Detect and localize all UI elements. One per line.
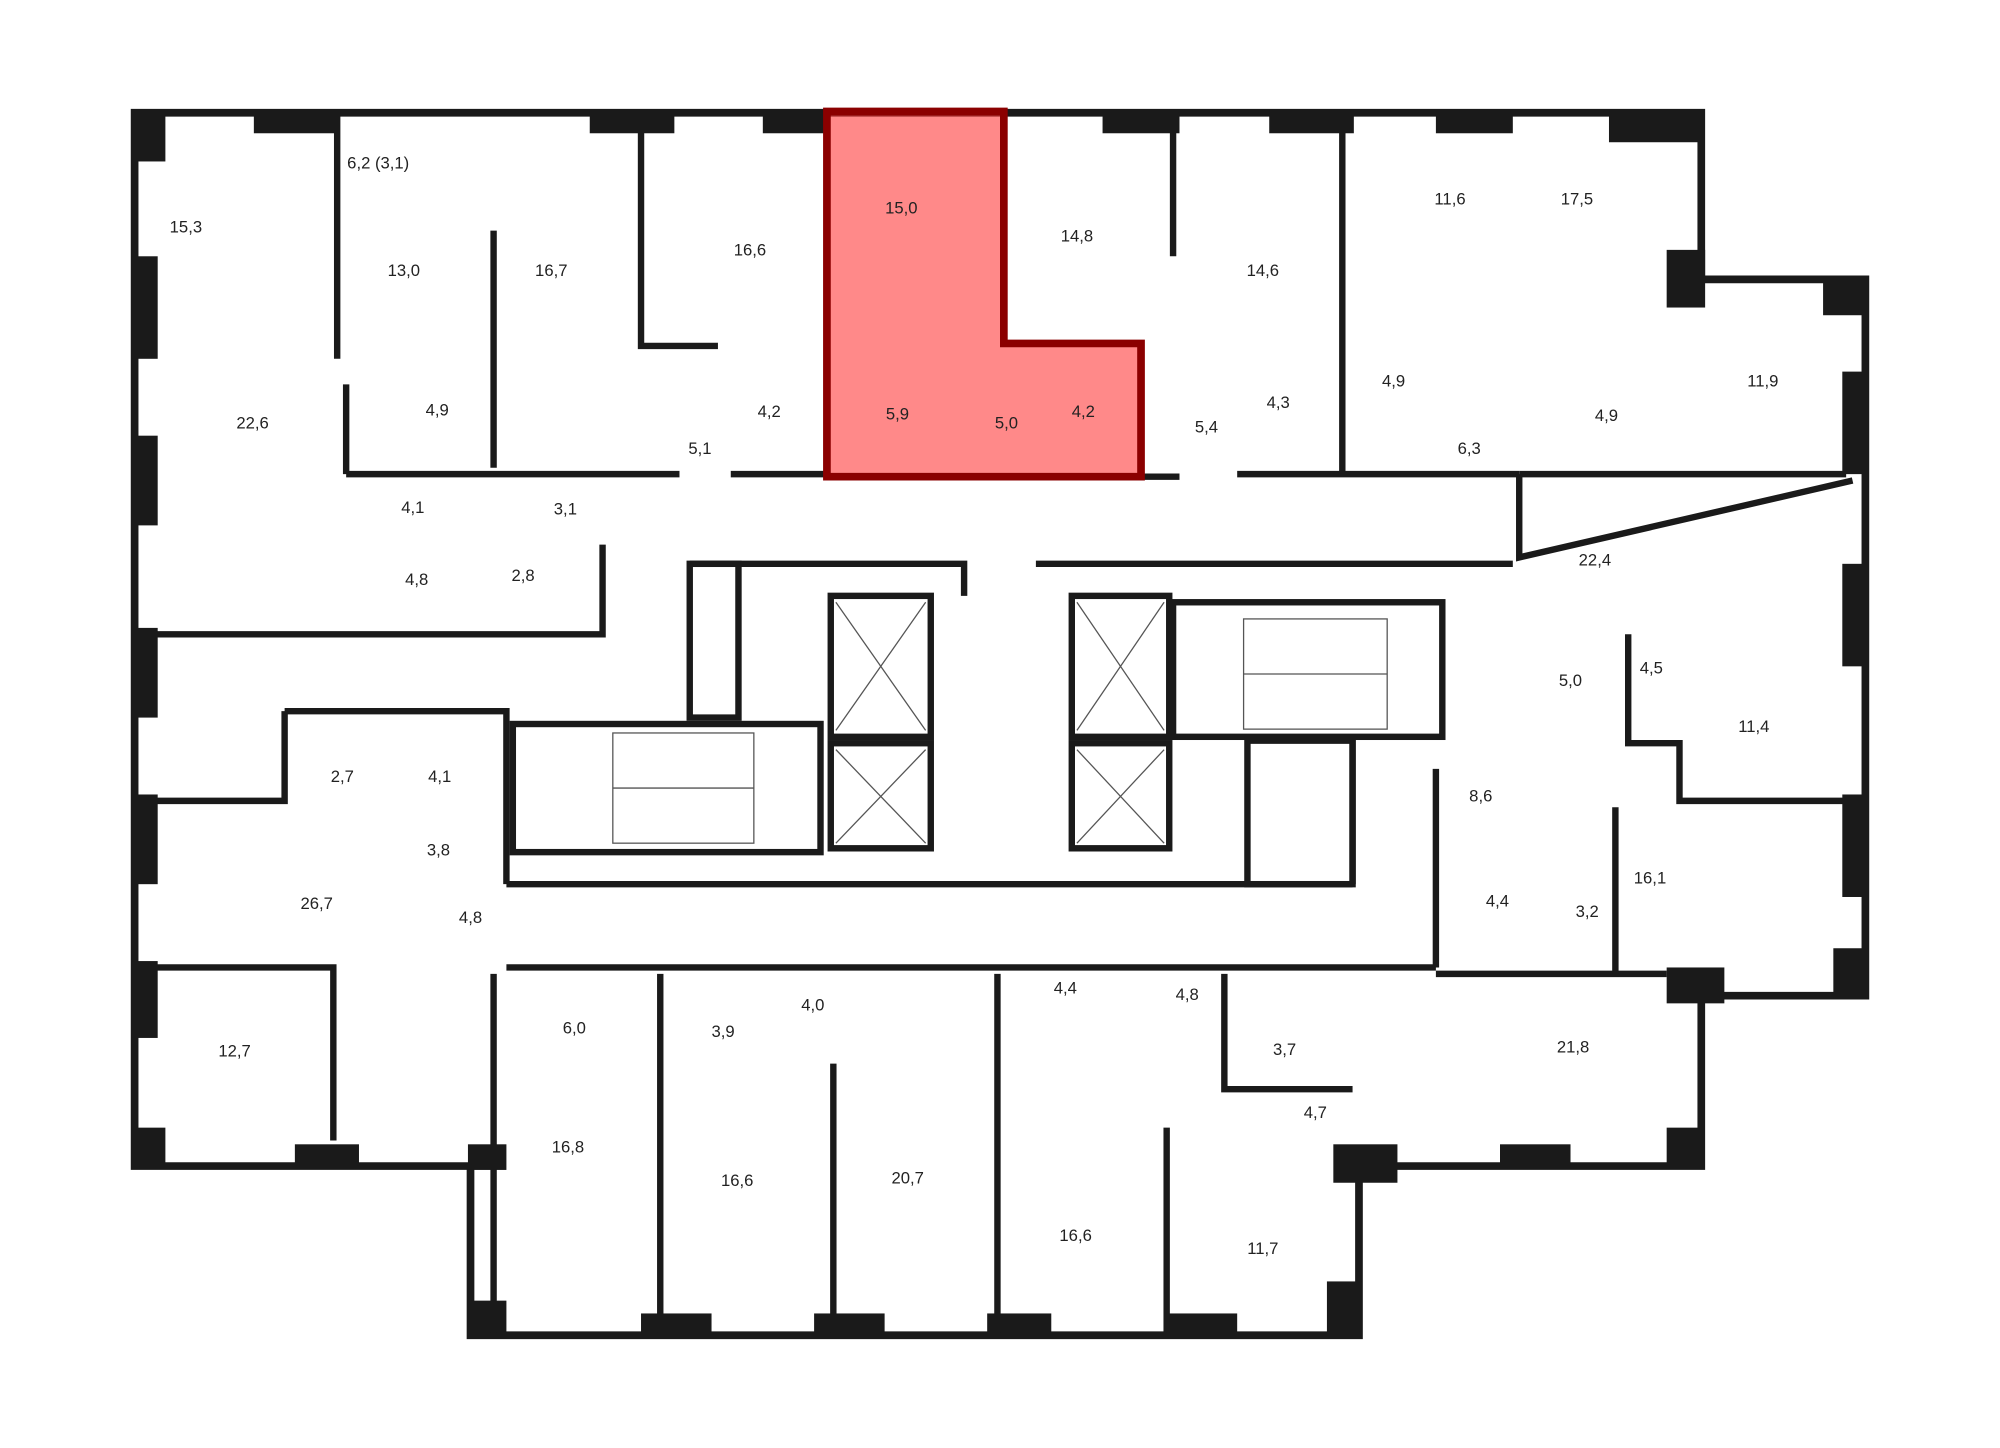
room-area: 5,4 xyxy=(1195,417,1218,436)
room-area: 4,8 xyxy=(459,908,482,927)
room-area: 22,6 xyxy=(236,414,268,433)
room-area: 26,7 xyxy=(300,894,332,913)
room-area: 21,8 xyxy=(1557,1038,1589,1057)
room-area: 5,9 xyxy=(886,405,909,424)
room-area: 3,2 xyxy=(1576,902,1599,921)
room-area: 4,0 xyxy=(801,995,824,1014)
room-area: 4,4 xyxy=(1486,892,1509,911)
room-area: 4,9 xyxy=(1382,371,1405,390)
room-area: 13,0 xyxy=(388,261,420,280)
room-area: 5,1 xyxy=(688,439,711,458)
room-area: 16,6 xyxy=(1059,1226,1091,1245)
room-area: 2,8 xyxy=(511,566,534,585)
room-area: 4,5 xyxy=(1640,658,1663,677)
room-area: 3,7 xyxy=(1273,1040,1296,1059)
room-area: 6,3 xyxy=(1458,439,1481,458)
highlighted-apartment[interactable] xyxy=(823,107,1145,481)
room-area: 4,3 xyxy=(1267,393,1290,412)
room-area: 16,6 xyxy=(721,1171,753,1190)
room-area: 5,0 xyxy=(1559,671,1582,690)
room-area: 4,2 xyxy=(758,402,781,421)
elevator-shaft xyxy=(827,592,1173,852)
room-area: 2,7 xyxy=(331,767,354,786)
room-area: 16,8 xyxy=(552,1138,584,1157)
room-area: 4,8 xyxy=(405,570,428,589)
room-area: 11,9 xyxy=(1747,371,1778,390)
room-area: 4,8 xyxy=(1176,985,1199,1004)
building-core xyxy=(509,560,1513,888)
room-area: 15,0 xyxy=(885,198,917,217)
room-area-labels: 15,3 6,2 (3,1) 13,0 16,7 16,6 15,0 14,8 … xyxy=(170,153,1779,1257)
room-area: 5,0 xyxy=(995,414,1018,433)
room-area: 6,2 (3,1) xyxy=(347,153,409,172)
room-area: 3,8 xyxy=(427,840,450,859)
room-area: 11,6 xyxy=(1434,189,1465,208)
room-area: 11,7 xyxy=(1247,1239,1278,1258)
room-area: 4,1 xyxy=(428,767,451,786)
room-area: 4,2 xyxy=(1072,402,1095,421)
room-area: 4,4 xyxy=(1054,979,1077,998)
room-area: 6,0 xyxy=(563,1018,586,1037)
staircase xyxy=(612,618,1388,844)
room-area: 11,4 xyxy=(1738,717,1769,736)
room-area: 3,9 xyxy=(711,1022,734,1041)
room-area: 16,1 xyxy=(1634,868,1666,887)
room-area: 14,6 xyxy=(1247,261,1279,280)
room-area: 4,1 xyxy=(401,498,424,517)
room-area: 17,5 xyxy=(1561,189,1593,208)
room-area: 16,6 xyxy=(734,241,766,260)
room-area: 3,1 xyxy=(554,499,577,518)
room-area: 12,7 xyxy=(218,1041,250,1060)
room-area: 16,7 xyxy=(535,261,567,280)
room-area: 20,7 xyxy=(891,1168,923,1187)
room-area: 4,9 xyxy=(1595,406,1618,425)
room-area: 8,6 xyxy=(1469,786,1492,805)
room-area: 15,3 xyxy=(170,218,202,237)
wall-piers xyxy=(132,110,1868,1338)
room-area: 4,7 xyxy=(1304,1103,1327,1122)
room-area: 22,4 xyxy=(1579,551,1611,570)
room-area: 4,9 xyxy=(426,401,449,420)
room-area: 14,8 xyxy=(1061,226,1093,245)
